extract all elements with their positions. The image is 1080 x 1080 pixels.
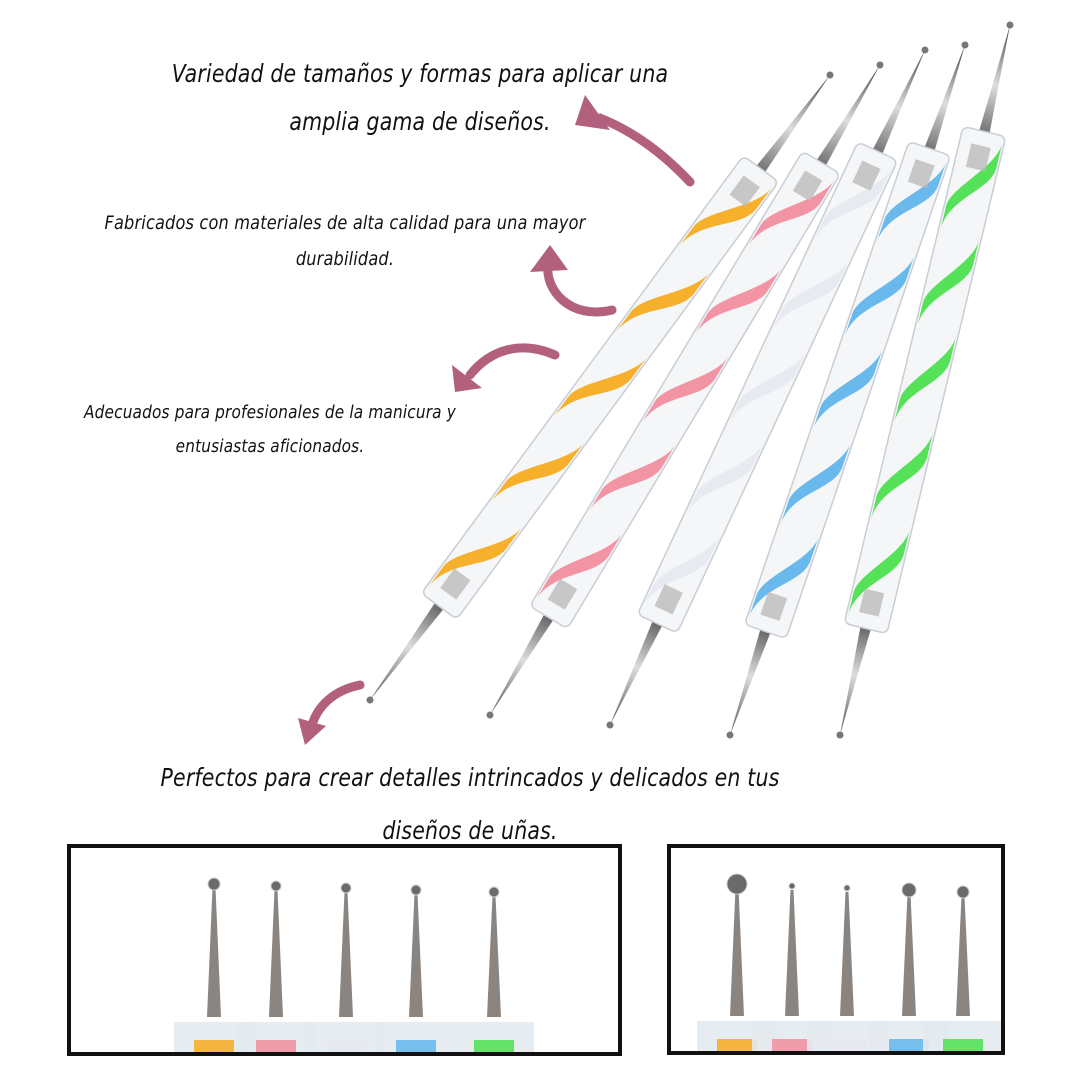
pen-tip-top — [808, 65, 880, 179]
pen-tip-bottom — [730, 615, 776, 735]
pen-spiral — [535, 179, 835, 601]
pen-tip-closeup — [376, 884, 456, 1052]
pen-spiral — [748, 161, 947, 619]
pen-spiral — [642, 166, 893, 609]
pen-ferrule — [859, 588, 885, 617]
caption-sizes: Variedad de tamaños y formas para aplica… — [171, 59, 669, 136]
pen-tip-top — [919, 45, 965, 165]
pen-ball-bottom — [836, 731, 844, 739]
pen-tip-bottom — [490, 601, 562, 715]
pen-tip-closeup — [923, 885, 1001, 1051]
pen-tip-bottom — [840, 612, 875, 735]
pen-ball-bottom — [726, 731, 734, 739]
curved-arrow-icon — [530, 245, 617, 317]
caption-quality: Fabricados con materiales de alta calida… — [104, 212, 586, 271]
dotting-pen — [486, 61, 884, 719]
pen-ball-bottom — [606, 721, 614, 729]
pen-ball-top — [961, 41, 969, 49]
detail-photo-tips-closeup — [67, 844, 622, 1056]
pen-tip-closeup — [454, 886, 534, 1052]
pen-tip-top — [975, 25, 1011, 148]
pen-ferrule — [852, 160, 881, 191]
pen-ball-top — [826, 71, 834, 79]
dotting-pen — [606, 46, 929, 729]
curved-arrow-icon — [575, 95, 695, 187]
pen-ferrule — [792, 170, 823, 202]
pen-ferrule — [729, 175, 760, 207]
pen-ball-top — [876, 61, 884, 69]
pen-ball-bottom — [486, 711, 494, 719]
curved-arrow-icon — [452, 343, 560, 392]
pen-ferrule — [547, 578, 578, 610]
pen-ferrule — [760, 591, 788, 621]
curved-arrow-icon — [298, 680, 365, 745]
pen-ferrule — [907, 159, 935, 189]
dotting-pen — [366, 71, 834, 704]
pen-ferrule — [440, 568, 471, 600]
pen-spiral — [847, 143, 1003, 617]
pen-tip-top — [866, 49, 925, 168]
detail-photo-tips-variety — [667, 844, 1005, 1055]
dotting-pen — [836, 21, 1014, 739]
pen-ball-bottom — [366, 696, 374, 704]
pen-tip-closeup — [236, 880, 316, 1052]
pen-tip-bottom — [610, 607, 669, 725]
pen-spiral — [427, 186, 773, 589]
caption-professionals: Adecuados para profesionales de la manic… — [84, 402, 456, 458]
pen-ball-top — [921, 46, 929, 54]
caption-details: Perfectos para crear detalles intrincado… — [160, 763, 780, 845]
pen-ball-top — [1006, 21, 1014, 29]
pen-tip-bottom — [370, 590, 454, 700]
dotting-pen — [726, 41, 969, 739]
pen-tip-closeup — [306, 882, 386, 1052]
pen-ferrule — [965, 143, 991, 172]
pen-tip-top — [746, 75, 831, 185]
pen-ferrule — [654, 584, 683, 615]
